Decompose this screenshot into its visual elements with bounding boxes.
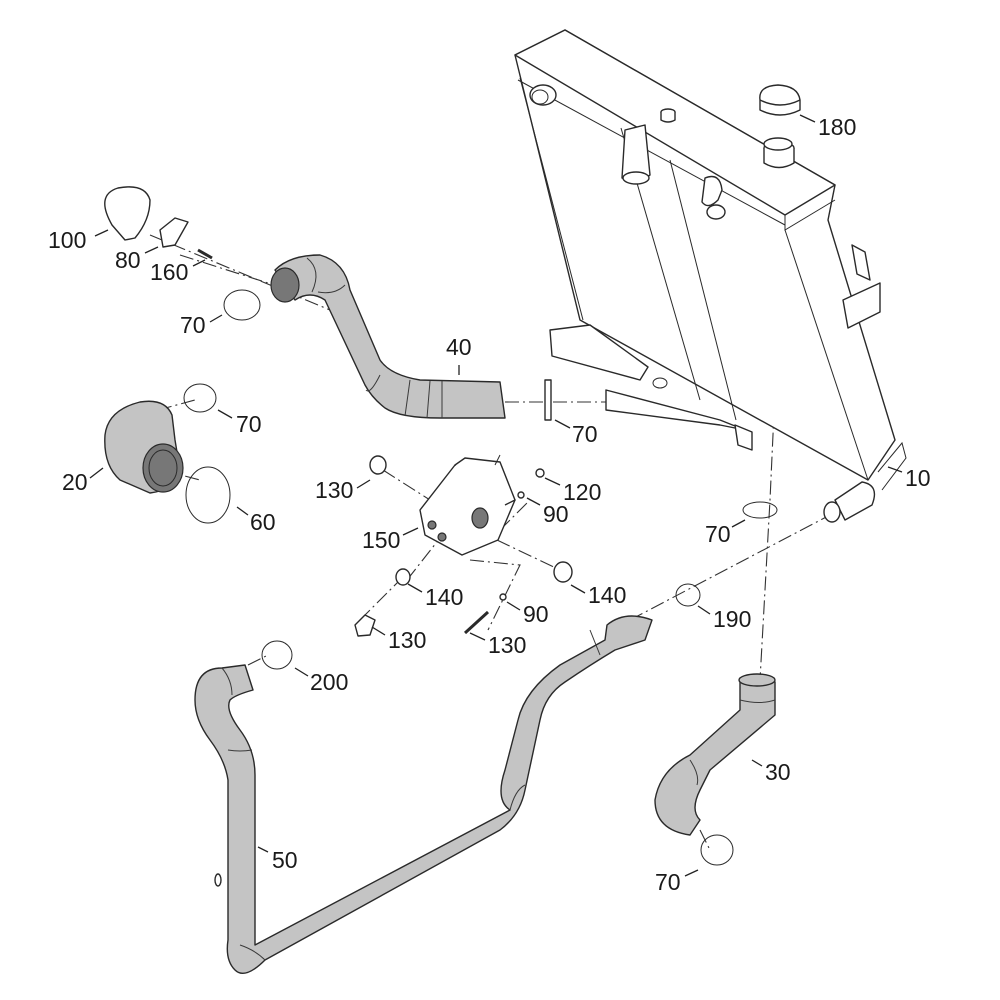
callout-110: 130 bbox=[388, 627, 426, 653]
hose-clamp-200[interactable] bbox=[261, 640, 293, 670]
callout-30: 30 bbox=[765, 759, 791, 785]
callout-90: 90 bbox=[523, 601, 549, 627]
upper-hose[interactable] bbox=[270, 254, 506, 419]
leader-lines bbox=[89, 114, 903, 877]
callout-150: 150 bbox=[362, 527, 400, 553]
large-hose-clamp[interactable] bbox=[185, 466, 231, 524]
hardware bbox=[104, 186, 778, 866]
callout-40: 40 bbox=[446, 334, 472, 360]
callout-70: 70 bbox=[180, 312, 206, 338]
pump[interactable] bbox=[419, 454, 516, 556]
callout-10: 10 bbox=[905, 465, 931, 491]
callout-90: 90 bbox=[543, 501, 569, 527]
callout-130: 140 bbox=[588, 582, 626, 608]
elbow-fitting[interactable] bbox=[354, 614, 376, 637]
fitting[interactable] bbox=[553, 561, 573, 583]
washer[interactable] bbox=[499, 593, 507, 601]
callout-180: 180 bbox=[818, 114, 856, 140]
callout-80: 80 bbox=[115, 247, 141, 273]
callout-70: 70 bbox=[572, 421, 598, 447]
callout-70: 70 bbox=[236, 411, 262, 437]
strap-clamp[interactable] bbox=[104, 186, 151, 241]
radiator-cap[interactable] bbox=[759, 84, 801, 116]
washer[interactable] bbox=[517, 491, 525, 499]
callout-120: 130 bbox=[488, 632, 526, 658]
radiator[interactable] bbox=[514, 29, 907, 523]
callout-70: 70 bbox=[655, 869, 681, 895]
nut[interactable] bbox=[535, 468, 545, 478]
hose-clamp[interactable] bbox=[183, 383, 217, 413]
callout-190: 190 bbox=[713, 606, 751, 632]
hose-clamp[interactable] bbox=[742, 501, 778, 519]
callout-20: 20 bbox=[62, 469, 88, 495]
adapter-fitting[interactable] bbox=[395, 568, 411, 586]
elbow-hose[interactable] bbox=[104, 400, 184, 494]
bracket[interactable] bbox=[159, 217, 189, 248]
hose-clamp-190[interactable] bbox=[675, 583, 701, 607]
bolt[interactable] bbox=[463, 610, 490, 635]
hose-clamp[interactable] bbox=[700, 834, 734, 866]
coolant-pipe[interactable] bbox=[194, 615, 653, 974]
callout-160: 160 bbox=[150, 259, 188, 285]
callout-200: 200 bbox=[310, 669, 348, 695]
callout-140: 140 bbox=[425, 584, 463, 610]
callout-labels: 100 80 160 70 40 70 70 20 60 130 120 90 … bbox=[48, 114, 931, 895]
callout-100: 120 bbox=[563, 479, 601, 505]
callout-130: 130 bbox=[315, 477, 353, 503]
screw[interactable] bbox=[197, 248, 213, 260]
lower-hose[interactable] bbox=[654, 673, 776, 836]
hose-clamp[interactable] bbox=[223, 289, 261, 321]
hose-clamp[interactable] bbox=[544, 379, 552, 421]
callout-70: 70 bbox=[705, 521, 731, 547]
callout-50: 50 bbox=[272, 847, 298, 873]
fitting[interactable] bbox=[369, 455, 387, 475]
callout-170: 100 bbox=[48, 227, 86, 253]
callout-60: 60 bbox=[250, 509, 276, 535]
